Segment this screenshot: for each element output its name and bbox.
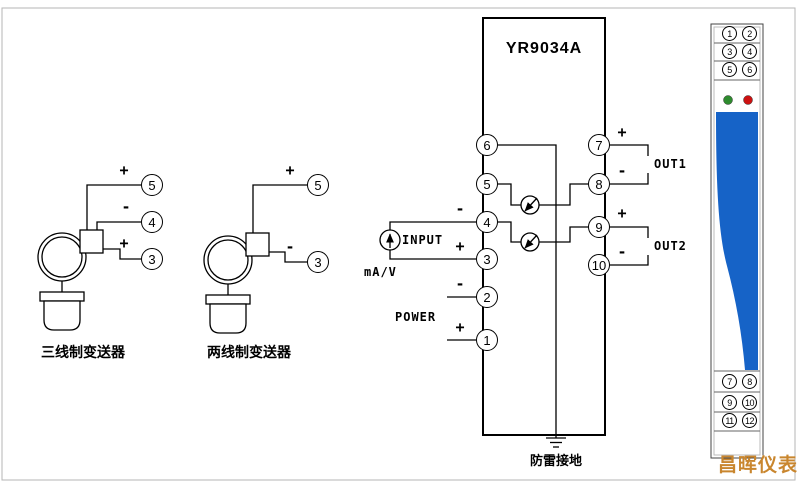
wire bbox=[539, 226, 588, 243]
module-terminal-9: 9 bbox=[722, 395, 737, 410]
device-model-title: YR9034A bbox=[505, 40, 583, 57]
tw3-terminal-5: 5 bbox=[141, 174, 163, 196]
device-terminal-7: 7 bbox=[588, 134, 610, 156]
polarity-sign: - bbox=[121, 198, 131, 216]
device-terminal-6: 6 bbox=[476, 134, 498, 156]
device-terminal-5: 5 bbox=[476, 173, 498, 195]
device-terminal-8: 8 bbox=[588, 173, 610, 195]
out1-wire-plus bbox=[610, 144, 649, 156]
polarity-sign: + bbox=[617, 204, 627, 222]
polarity-sign: + bbox=[455, 237, 465, 255]
tw2-terminal-3: 3 bbox=[307, 251, 329, 273]
current-source-1-arrow bbox=[524, 197, 538, 212]
wire bbox=[498, 183, 521, 206]
three-wire-body-inner bbox=[41, 236, 83, 278]
wire bbox=[498, 221, 521, 243]
module-terminal-3: 3 bbox=[722, 44, 737, 59]
module-terminal-10: 10 bbox=[742, 395, 757, 410]
ground-wire bbox=[498, 144, 557, 438]
module-terminal-11: 11 bbox=[722, 413, 737, 428]
module-terminal-12: 12 bbox=[742, 413, 757, 428]
wire bbox=[269, 251, 307, 263]
module-inner-frame bbox=[713, 26, 761, 456]
device-terminal-10: 10 bbox=[588, 254, 610, 276]
three-wire-stem bbox=[43, 300, 81, 331]
input-wire-minus bbox=[389, 221, 476, 230]
polarity-sign: + bbox=[455, 318, 465, 336]
three-wire-junction-box bbox=[79, 229, 104, 254]
polarity-sign: + bbox=[119, 161, 129, 179]
module-terminal-4: 4 bbox=[742, 44, 757, 59]
out2-wire-minus bbox=[610, 255, 649, 266]
device-terminal-9: 9 bbox=[588, 216, 610, 238]
input-unit-label: mA/V bbox=[364, 265, 397, 279]
input-label: INPUT bbox=[402, 233, 444, 247]
two-wire-body-outer bbox=[203, 235, 253, 285]
input-wire-plus bbox=[389, 250, 476, 260]
power-label: POWER bbox=[395, 310, 437, 324]
green-led-icon bbox=[723, 95, 733, 105]
tw3-terminal-4: 4 bbox=[141, 211, 163, 233]
ground-label: 防雷接地 bbox=[529, 454, 582, 469]
page-frame bbox=[1, 7, 796, 481]
module-terminal-2: 2 bbox=[742, 26, 757, 41]
device-terminal-1: 1 bbox=[476, 329, 498, 351]
wire bbox=[96, 221, 141, 230]
out1-wire-minus bbox=[610, 173, 649, 185]
wire bbox=[86, 184, 141, 230]
polarity-sign: + bbox=[119, 234, 129, 252]
module-terminal-5: 5 bbox=[722, 62, 737, 77]
polarity-sign: - bbox=[617, 162, 627, 180]
tw2-terminal-5: 5 bbox=[307, 174, 329, 196]
device-terminal-4: 4 bbox=[476, 211, 498, 233]
two-wire-flange bbox=[205, 294, 251, 305]
wire bbox=[252, 184, 307, 233]
polarity-sign: + bbox=[285, 161, 295, 179]
module-terminal-6: 6 bbox=[742, 62, 757, 77]
polarity-sign: - bbox=[455, 200, 465, 218]
red-led-icon bbox=[743, 95, 753, 105]
current-source-2-arrow bbox=[524, 234, 538, 249]
three-wire-body-outer bbox=[37, 232, 87, 282]
module-terminal-1: 1 bbox=[722, 26, 737, 41]
two-wire-junction-box bbox=[245, 232, 270, 257]
module-terminal-7: 7 bbox=[722, 374, 737, 389]
out1-label: OUT1 bbox=[654, 157, 687, 171]
polarity-sign: - bbox=[455, 275, 465, 293]
two-wire-body-inner bbox=[207, 239, 249, 281]
wire bbox=[103, 248, 141, 260]
brand-watermark: 昌晖仪表 bbox=[718, 454, 799, 476]
three-wire-transmitter-label: 三线制变送器 bbox=[41, 345, 125, 361]
wire bbox=[539, 183, 588, 206]
tw3-terminal-3: 3 bbox=[141, 248, 163, 270]
polarity-sign: + bbox=[617, 123, 627, 141]
polarity-sign: - bbox=[617, 243, 627, 261]
device-terminal-3: 3 bbox=[476, 248, 498, 270]
two-wire-stem bbox=[209, 303, 247, 334]
module-terminal-8: 8 bbox=[742, 374, 757, 389]
out2-label: OUT2 bbox=[654, 239, 687, 253]
polarity-sign: - bbox=[285, 238, 295, 256]
two-wire-transmitter-label: 两线制变送器 bbox=[207, 345, 291, 361]
out2-wire-plus bbox=[610, 226, 649, 238]
module-body-profile bbox=[716, 112, 758, 370]
device-terminal-2: 2 bbox=[476, 286, 498, 308]
three-wire-flange bbox=[39, 291, 85, 302]
